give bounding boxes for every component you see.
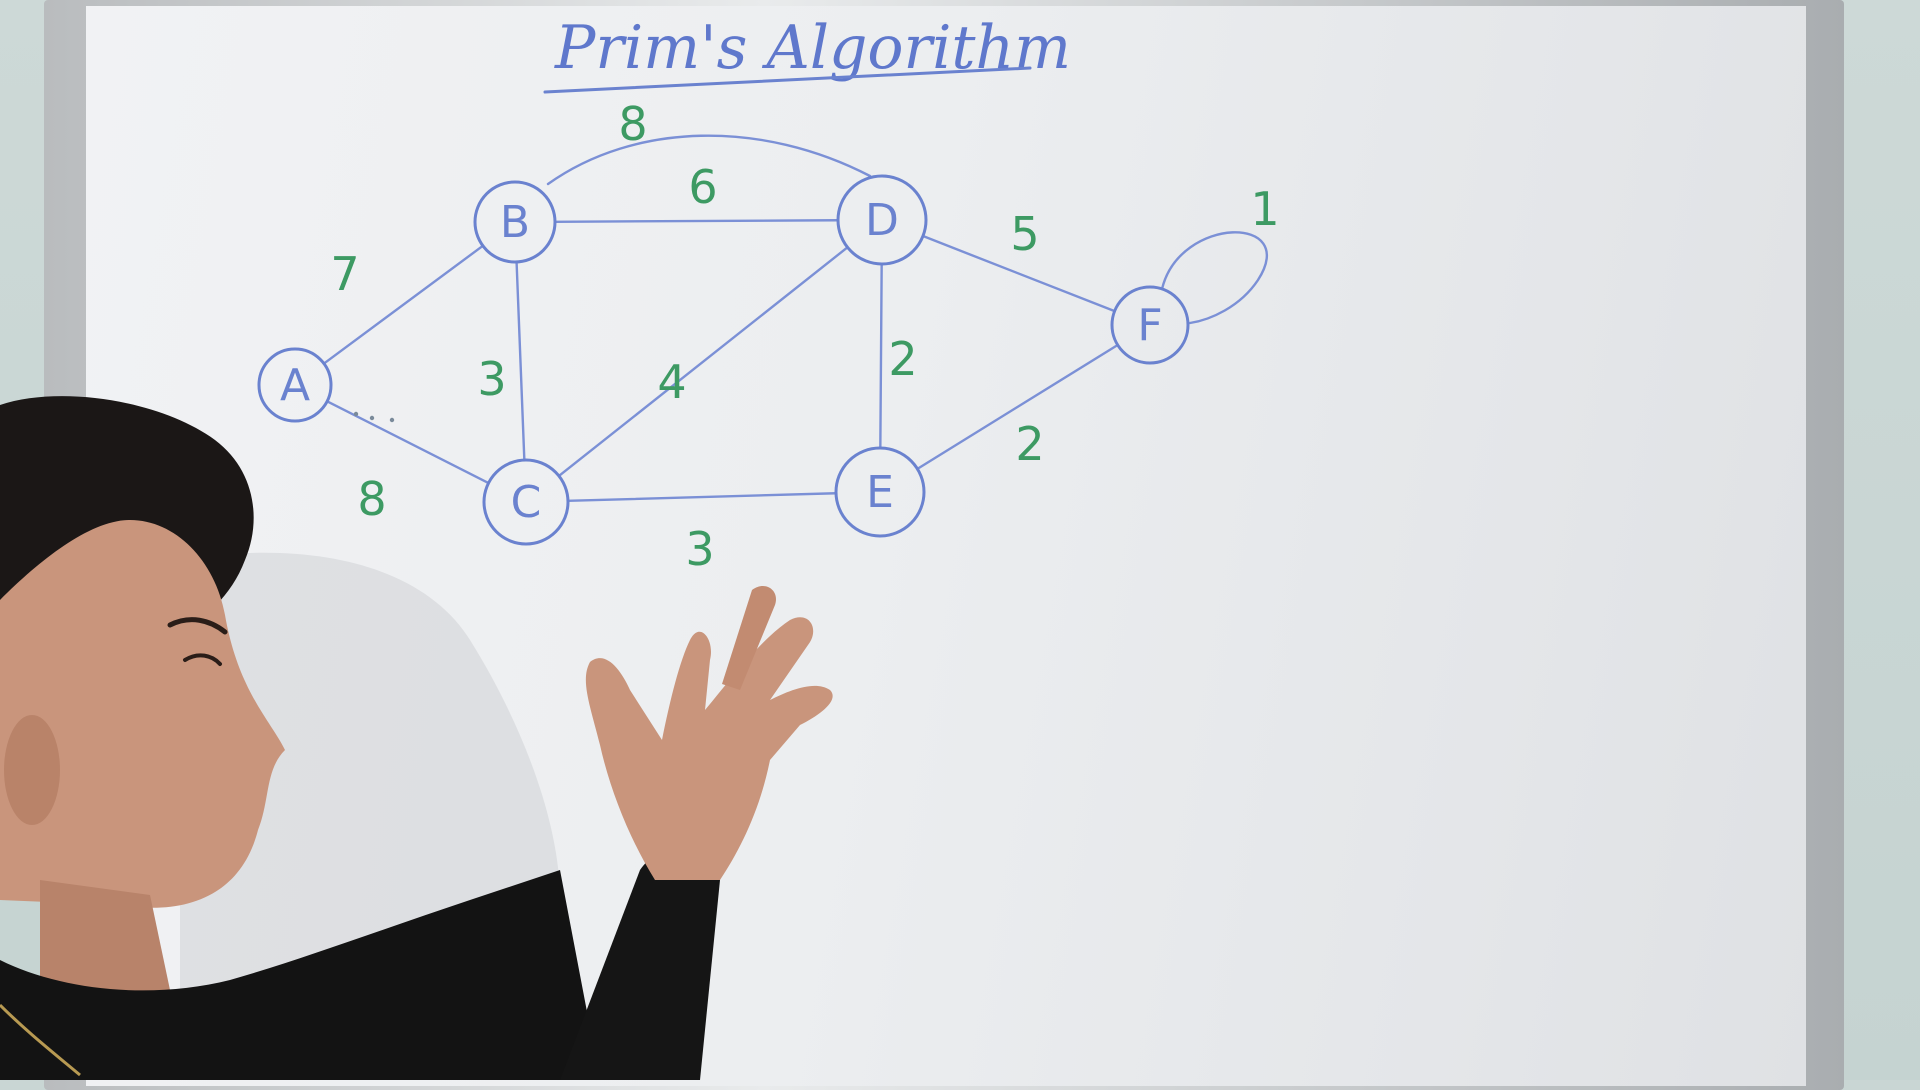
diagram-title: Prim's Algorithm bbox=[554, 13, 1071, 83]
edge-c-d bbox=[557, 246, 849, 478]
node-circle bbox=[1110, 285, 1190, 365]
edge-b-d bbox=[546, 134, 872, 186]
node-d: D bbox=[836, 174, 928, 266]
marker-dot bbox=[353, 411, 359, 417]
node-e: E bbox=[834, 446, 926, 538]
node-circle bbox=[836, 174, 928, 266]
node-label: D bbox=[865, 195, 899, 246]
node-label: E bbox=[866, 467, 894, 518]
edge-weight-b-d: 6 bbox=[688, 160, 717, 214]
edge-weight-b-c: 3 bbox=[477, 352, 506, 406]
node-circle bbox=[834, 446, 926, 538]
node-label: A bbox=[280, 360, 310, 411]
edge-weight-b-d: 8 bbox=[618, 97, 647, 151]
title-underline bbox=[543, 66, 1032, 94]
edge-a-b bbox=[322, 244, 485, 365]
node-f: F bbox=[1110, 285, 1190, 365]
node-b: B bbox=[473, 180, 557, 264]
edge-weight-c-e: 3 bbox=[685, 522, 714, 576]
edge-e-f bbox=[916, 343, 1119, 471]
edge-d-e bbox=[879, 262, 883, 450]
node-circle bbox=[257, 347, 333, 423]
edge-weight-f-f: 1 bbox=[1250, 182, 1279, 236]
node-a: A bbox=[257, 347, 333, 423]
edge-weight-a-c: 8 bbox=[357, 472, 386, 526]
edge-weight-d-f: 5 bbox=[1010, 207, 1039, 261]
edge-b-c bbox=[515, 260, 526, 462]
edge-f-f bbox=[1160, 231, 1268, 325]
edge-weight-c-d: 4 bbox=[657, 355, 686, 409]
marker-dot bbox=[389, 417, 395, 423]
edge-a-c bbox=[325, 400, 490, 485]
node-label: C bbox=[511, 477, 542, 528]
edge-weight-d-e: 2 bbox=[888, 332, 917, 386]
edge-b-d bbox=[553, 219, 840, 223]
edge-d-f bbox=[921, 234, 1116, 313]
edge-c-e bbox=[566, 492, 838, 503]
node-circle bbox=[482, 458, 570, 546]
node-c: C bbox=[482, 458, 570, 546]
node-label: F bbox=[1137, 300, 1162, 351]
marker-dot bbox=[369, 415, 375, 421]
node-circle bbox=[473, 180, 557, 264]
node-label: B bbox=[500, 197, 530, 248]
edge-weight-e-f: 2 bbox=[1015, 417, 1044, 471]
edge-weight-a-b: 7 bbox=[330, 247, 359, 301]
